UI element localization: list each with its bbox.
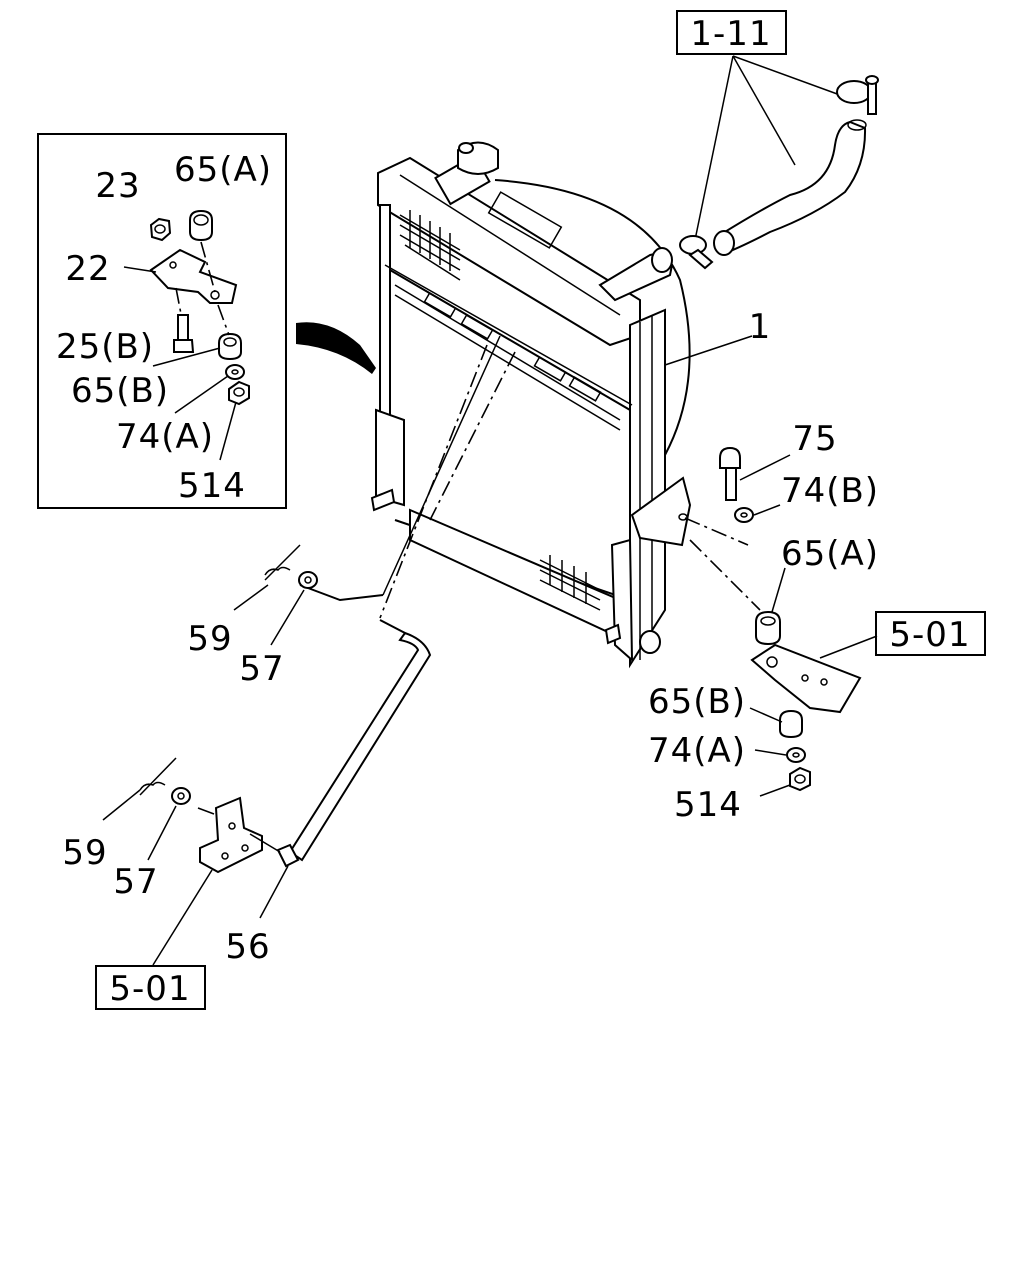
label-74a: 74(A)	[648, 731, 746, 771]
mount-65a-icon	[189, 209, 213, 242]
top-tank-grille	[399, 210, 461, 281]
fan-shroud-outline	[494, 179, 691, 456]
ref-label-5-01-right: 5-01	[889, 615, 970, 655]
hose-59-upper-icon	[264, 544, 301, 581]
ref-box-5-01-right[interactable]: 5-01	[875, 611, 986, 656]
left-bracket	[375, 408, 405, 507]
leader-1	[664, 335, 753, 366]
bracket-5-01-right-icon	[750, 643, 862, 714]
label-57-lower: 57	[113, 862, 158, 902]
label-57-upper: 57	[239, 649, 284, 689]
washer-74b-icon	[734, 507, 754, 523]
radiator-cap-icon	[434, 141, 499, 206]
upper-outlet-pipe-icon	[598, 247, 674, 302]
bolt-25b-icon	[173, 314, 195, 353]
inset-pointer-arrow	[296, 322, 376, 374]
label-59-upper: 59	[187, 619, 232, 659]
nut-23-icon	[149, 217, 172, 242]
ref-label-1-11: 1-11	[690, 14, 771, 54]
pipe-centerline-2	[429, 351, 516, 521]
label-59-lower: 59	[62, 833, 107, 873]
hose-clamp-lower-icon	[679, 235, 714, 270]
bolt-75-icon	[719, 446, 741, 501]
inset-label-23: 23	[95, 166, 140, 206]
ref-box-1-11[interactable]: 1-11	[676, 10, 787, 55]
detail-inset: 23 65(A) 22 25(B) 65(B) 74(A) 514	[37, 133, 287, 509]
pipe-56-icon	[288, 631, 432, 862]
label-514: 514	[674, 785, 742, 825]
core-slots	[423, 292, 602, 402]
inset-label-65b: 65(B)	[71, 371, 169, 411]
side-mount-bracket	[630, 476, 692, 547]
bottom-tank	[409, 508, 627, 642]
label-75: 75	[792, 419, 837, 459]
inset-label-25b: 25(B)	[56, 327, 154, 367]
ref-box-5-01-bottom[interactable]: 5-01	[95, 965, 206, 1010]
washer-74a-right-icon	[786, 747, 806, 763]
label-74b: 74(B)	[781, 471, 879, 511]
inset-label-74a: 74(A)	[116, 417, 214, 457]
upper-hose-assembly[interactable]	[679, 75, 879, 270]
washer-57-upper-icon	[298, 571, 318, 589]
inset-label-22: 22	[65, 249, 110, 289]
inset-label-65a: 65(A)	[174, 150, 272, 190]
mount-65b-right-icon	[779, 709, 803, 739]
radiator-assembly[interactable]	[370, 141, 691, 669]
upper-hose-icon	[718, 120, 867, 254]
washer-57-lower-icon	[171, 787, 191, 805]
ref-label-5-01-bottom: 5-01	[109, 969, 190, 1009]
mount-65a-right-icon	[755, 610, 781, 646]
bottom-tank-grille	[539, 555, 601, 611]
hose-clamp-upper-icon	[836, 75, 879, 115]
overflow-pipe-assembly[interactable]	[102, 335, 501, 966]
bracket-22-icon	[149, 248, 238, 304]
label-65a: 65(A)	[781, 534, 879, 574]
bracket-5-01-bottom-icon	[199, 796, 263, 874]
nut-514-right-icon	[789, 766, 811, 792]
label-65b: 65(B)	[648, 682, 746, 722]
mount-65b-icon	[218, 332, 242, 361]
pipe-route-1	[382, 335, 501, 596]
hose-59-lower-icon	[139, 757, 177, 796]
leaders-1-11	[694, 55, 841, 241]
inset-label-514: 514	[178, 466, 246, 506]
label-56: 56	[225, 927, 270, 967]
drain-fitting-icon	[639, 630, 661, 654]
nut-514-icon	[228, 380, 250, 406]
washer-74a-icon	[225, 364, 245, 380]
label-1: 1	[749, 307, 772, 347]
right-mount-stack[interactable]	[630, 446, 878, 797]
